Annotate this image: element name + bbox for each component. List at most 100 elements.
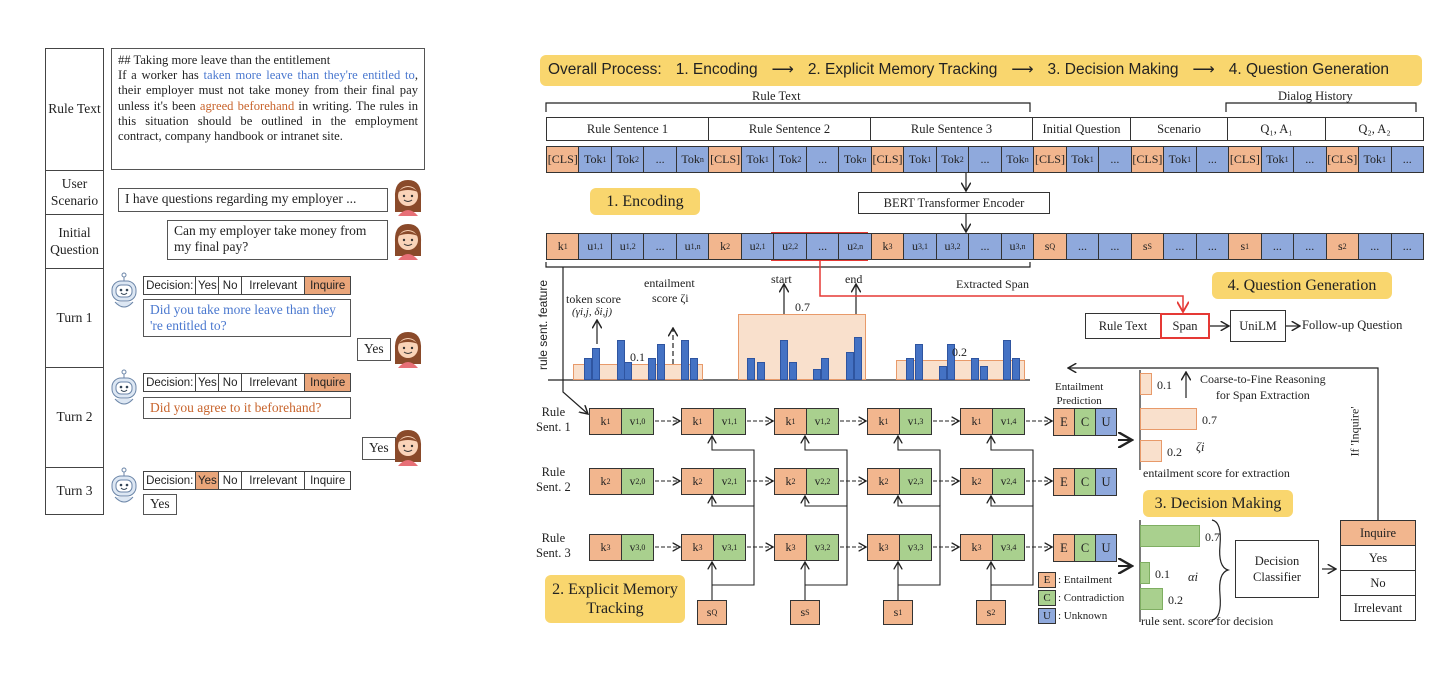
user-avatar-icon xyxy=(390,178,426,216)
token-base: k xyxy=(692,474,699,488)
token-subscript: 2,n xyxy=(853,242,864,251)
token-base: [CLS] xyxy=(1327,152,1358,166)
decision-option-irrelevant[interactable]: Irrelevant xyxy=(242,472,306,489)
token-base: Tok xyxy=(778,152,798,166)
token-subscript: Q xyxy=(1049,242,1056,251)
row-label-line: Rule xyxy=(541,465,566,479)
token-base: Tok xyxy=(908,152,928,166)
token-subscript: n xyxy=(862,155,867,164)
rule-text-highlight-blue: taken more leave than they're entitled t… xyxy=(203,68,415,83)
extracted-span-label: Extracted Span xyxy=(956,277,1029,291)
entailment-extraction-caption: entailment score for extraction xyxy=(1143,466,1290,480)
dialog-history-group-label: Dialog History xyxy=(1278,89,1353,103)
legend-label: : Entailment xyxy=(1058,574,1113,586)
token-subscript: 2,0 xyxy=(635,477,646,486)
decision-option-irrelevant[interactable]: Irrelevant xyxy=(242,374,306,391)
token-base: v xyxy=(1000,475,1007,488)
token-base: s xyxy=(1142,239,1148,253)
bot-question-bubble: Did you agree to it beforehand? xyxy=(143,397,351,419)
token-base: v xyxy=(814,415,821,428)
token-base: [CLS] xyxy=(1034,152,1065,166)
title-line: Coarse-to-Fine Reasoning xyxy=(1200,372,1326,386)
token-subscript: 2 xyxy=(698,477,703,486)
entailment-score-label: entailment xyxy=(644,276,695,290)
decision-option-yes[interactable]: Yes xyxy=(196,472,220,489)
decision-output-inquire: Inquire xyxy=(1340,520,1416,546)
encoded-token: ... xyxy=(1065,233,1100,260)
decision-option-no[interactable]: No xyxy=(219,472,243,489)
decision-option-no[interactable]: No xyxy=(219,374,243,391)
token-base: v xyxy=(814,475,821,488)
input-token: ... xyxy=(1195,146,1230,173)
token-base: s xyxy=(1044,239,1050,253)
token-base: ... xyxy=(1272,239,1282,253)
input-token: ... xyxy=(968,146,1002,173)
token-subscript: 1 xyxy=(1187,155,1192,164)
decision-option-yes[interactable]: Yes xyxy=(196,277,220,294)
rule-text-highlight-orange: agreed beforehand xyxy=(199,98,295,113)
rule-feature-arrow xyxy=(562,267,588,414)
decision-option-no[interactable]: No xyxy=(219,277,243,294)
decision-score-caption: rule sent. score for decision xyxy=(1141,614,1274,628)
decision-brace xyxy=(1211,519,1231,621)
token-subscript: 1,0 xyxy=(635,417,646,426)
token-subscript: 1 xyxy=(1382,155,1387,164)
sentence-score-label: 0.2 xyxy=(952,345,967,359)
sentence-score-box xyxy=(896,360,1025,380)
start-label: start xyxy=(771,272,792,286)
decision-score-value: 0.7 xyxy=(1205,530,1220,544)
token-score-bar xyxy=(971,357,979,380)
legend-label: : Contradiction xyxy=(1058,592,1125,604)
token-score-bar xyxy=(947,344,955,380)
token-subscript: 3 xyxy=(884,543,889,552)
sentence-score-label: 0.7 xyxy=(795,300,810,314)
ecu-cell: C xyxy=(1074,408,1096,436)
token-base: [CLS] xyxy=(710,152,741,166)
decision-label: Decision: xyxy=(144,277,197,294)
decision-option-irrelevant[interactable]: Irrelevant xyxy=(242,277,306,294)
token-subscript: S xyxy=(805,608,810,617)
prediction-label-line: Entailment xyxy=(1055,381,1104,393)
token-base: ... xyxy=(655,239,665,253)
decision-option-yes[interactable]: Yes xyxy=(196,374,220,391)
decision-option-inquire[interactable]: Inquire xyxy=(310,474,346,487)
token-subscript: 1,2 xyxy=(625,242,636,251)
input-segment: Q₂, A₂ xyxy=(1325,117,1424,141)
token-base: Tok xyxy=(1168,152,1188,166)
decision-option-inquire[interactable]: Inquire xyxy=(305,374,350,391)
token-subscript: 2,4 xyxy=(1006,477,1017,486)
token-base: ... xyxy=(1077,239,1087,253)
token-base: Tok xyxy=(1266,152,1285,166)
input-segment: Rule Sentence 3 xyxy=(870,117,1033,141)
token-subscript: 1 xyxy=(884,417,889,426)
token-base: ... xyxy=(655,152,665,166)
row-label-turn-3: Turn 3 xyxy=(45,467,104,515)
input-segment: Initial Question xyxy=(1032,117,1131,141)
input-token: ... xyxy=(805,146,840,173)
decision-option-inquire[interactable]: Inquire xyxy=(305,277,350,294)
token-base: [CLS] xyxy=(1132,152,1163,166)
token-base: v xyxy=(721,475,728,488)
extracted-span-line xyxy=(819,260,1183,312)
token-subscript: 3 xyxy=(888,242,893,251)
token-subscript: 3,1 xyxy=(727,543,738,552)
token-base: k xyxy=(878,474,885,488)
token-subscript: 1,2 xyxy=(820,417,831,426)
ecu-cell: E xyxy=(1053,468,1075,496)
token-score-bar xyxy=(915,344,923,380)
